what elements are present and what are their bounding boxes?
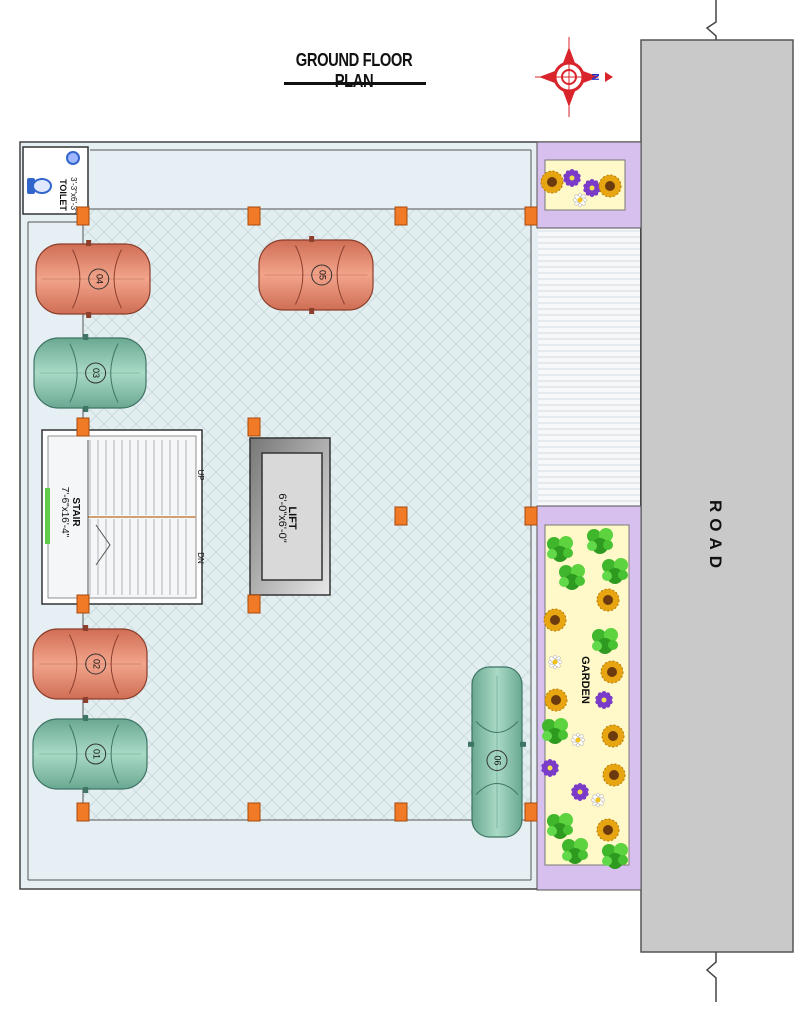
entrance-ramp (538, 228, 640, 506)
garden: GARDEN (536, 505, 642, 891)
car-number: 03 (91, 368, 101, 378)
column (247, 206, 261, 226)
car-number: 01 (91, 749, 101, 759)
lift: LIFT 6'-0"x6'-0" (249, 437, 331, 596)
column (76, 206, 90, 226)
road-label: ROAD (706, 500, 725, 574)
column (247, 802, 261, 822)
column (247, 417, 261, 437)
cars-layer: 04 03 05 02 01 06 (32, 236, 526, 838)
column (76, 802, 90, 822)
compass-icon: N (535, 37, 613, 117)
column (524, 506, 538, 526)
toilet-label: TOILET (58, 179, 68, 211)
lift-size: 6'-0"x6'-0" (276, 493, 288, 542)
column (394, 206, 408, 226)
toilet-size: 3'-3"x6'-3" (69, 177, 78, 213)
stair-down-label: DN (196, 552, 205, 564)
column (76, 417, 90, 437)
car-05: 05 (258, 236, 374, 314)
car-06: 06 (468, 666, 526, 838)
stair-size: 7'-6"x16'-4" (59, 487, 70, 538)
columns-layer (76, 206, 538, 822)
car-number: 04 (94, 274, 104, 284)
column (247, 594, 261, 614)
column (76, 594, 90, 614)
wc-icon (32, 178, 52, 194)
car-number: 02 (91, 659, 101, 669)
north-arrow-icon (605, 72, 613, 82)
car-03: 03 (33, 334, 147, 412)
stair-up-label: UP (196, 469, 205, 480)
column (524, 802, 538, 822)
planter-top (536, 141, 642, 229)
car-01: 01 (32, 715, 148, 793)
car-number: 05 (317, 270, 327, 280)
title-underline (284, 82, 426, 85)
car-04: 04 (35, 240, 151, 318)
wc-tank-icon (27, 178, 35, 194)
stair: STAIR 7'-6"x16'-4" UP DN (41, 429, 205, 605)
lift-label: LIFT (286, 506, 298, 529)
washbasin-icon (66, 151, 80, 165)
column (394, 506, 408, 526)
compass-letter: N (589, 73, 600, 80)
garden-label: GARDEN (579, 656, 591, 704)
road: ROAD (640, 0, 794, 1002)
page-title: GROUND FLOOR PLAN (295, 50, 413, 91)
car-02: 02 (32, 625, 148, 703)
stair-label: STAIR (70, 497, 81, 527)
toilet-room: TOILET 3'-3"x6'-3" (22, 146, 89, 215)
car-number: 06 (493, 755, 503, 765)
column (394, 802, 408, 822)
column (524, 206, 538, 226)
